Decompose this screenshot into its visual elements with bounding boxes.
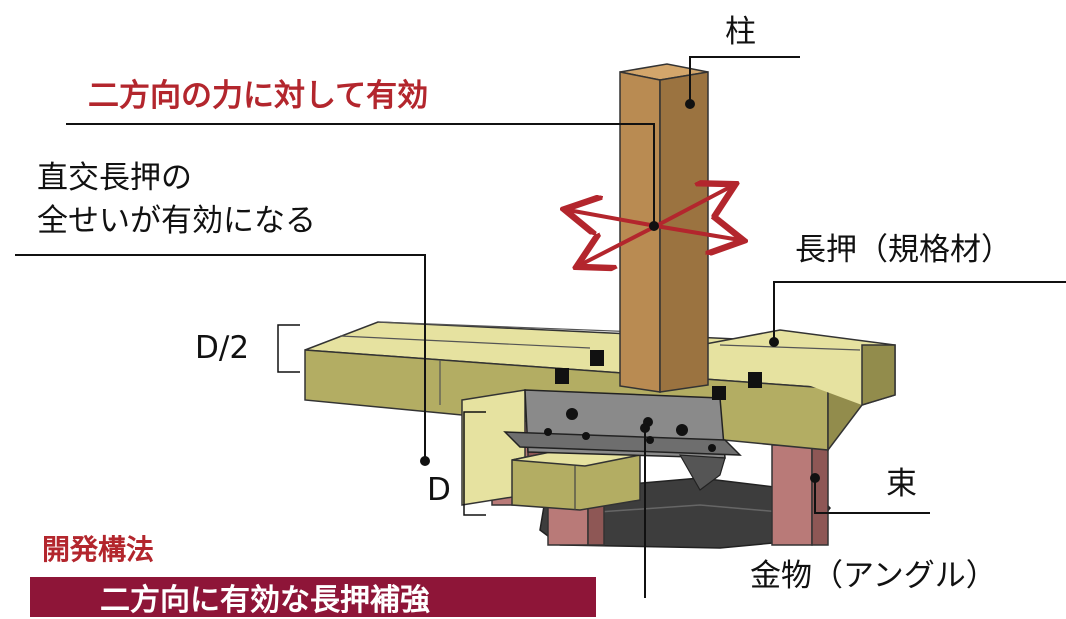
nageshi-leader-dot bbox=[769, 337, 779, 347]
steel-angle bbox=[503, 389, 742, 491]
diagram-canvas bbox=[15, 56, 1066, 598]
depth-label: D bbox=[427, 472, 451, 508]
leader-lines bbox=[15, 56, 1066, 598]
force-origin-dot bbox=[649, 221, 659, 231]
tsuka-label: 束 bbox=[886, 466, 917, 502]
bottom-banner: 二方向に有効な長押補強 bbox=[30, 577, 596, 618]
nageshi-label: 長押（規格材） bbox=[795, 232, 1012, 268]
hardware-label: 金物（アングル） bbox=[750, 558, 997, 594]
bolts bbox=[555, 350, 762, 400]
development-method-label: 開発構法 bbox=[42, 533, 155, 566]
orthogonal-nageshi-label-line1: 直交長押の bbox=[37, 160, 192, 196]
hardware-leader-dot bbox=[640, 423, 650, 433]
orthogonal-nageshi-label-line2: 全せいが有効になる bbox=[37, 203, 316, 239]
banner-text: 二方向に有効な長押補強 bbox=[100, 583, 430, 618]
short-post-right bbox=[771, 444, 829, 546]
pillar-leader-dot bbox=[685, 99, 695, 109]
pillar-label: 柱 bbox=[725, 14, 756, 50]
tsuka-leader-dot bbox=[810, 473, 820, 483]
two-way-force-arrows bbox=[568, 186, 740, 265]
effective-both-directions-label: 二方向の力に対して有効 bbox=[88, 78, 429, 114]
dimension-depth bbox=[463, 411, 486, 516]
half-depth-label: D/2 bbox=[195, 330, 250, 366]
orth-leader-dot bbox=[420, 456, 430, 466]
dimension-half-depth bbox=[277, 324, 300, 373]
